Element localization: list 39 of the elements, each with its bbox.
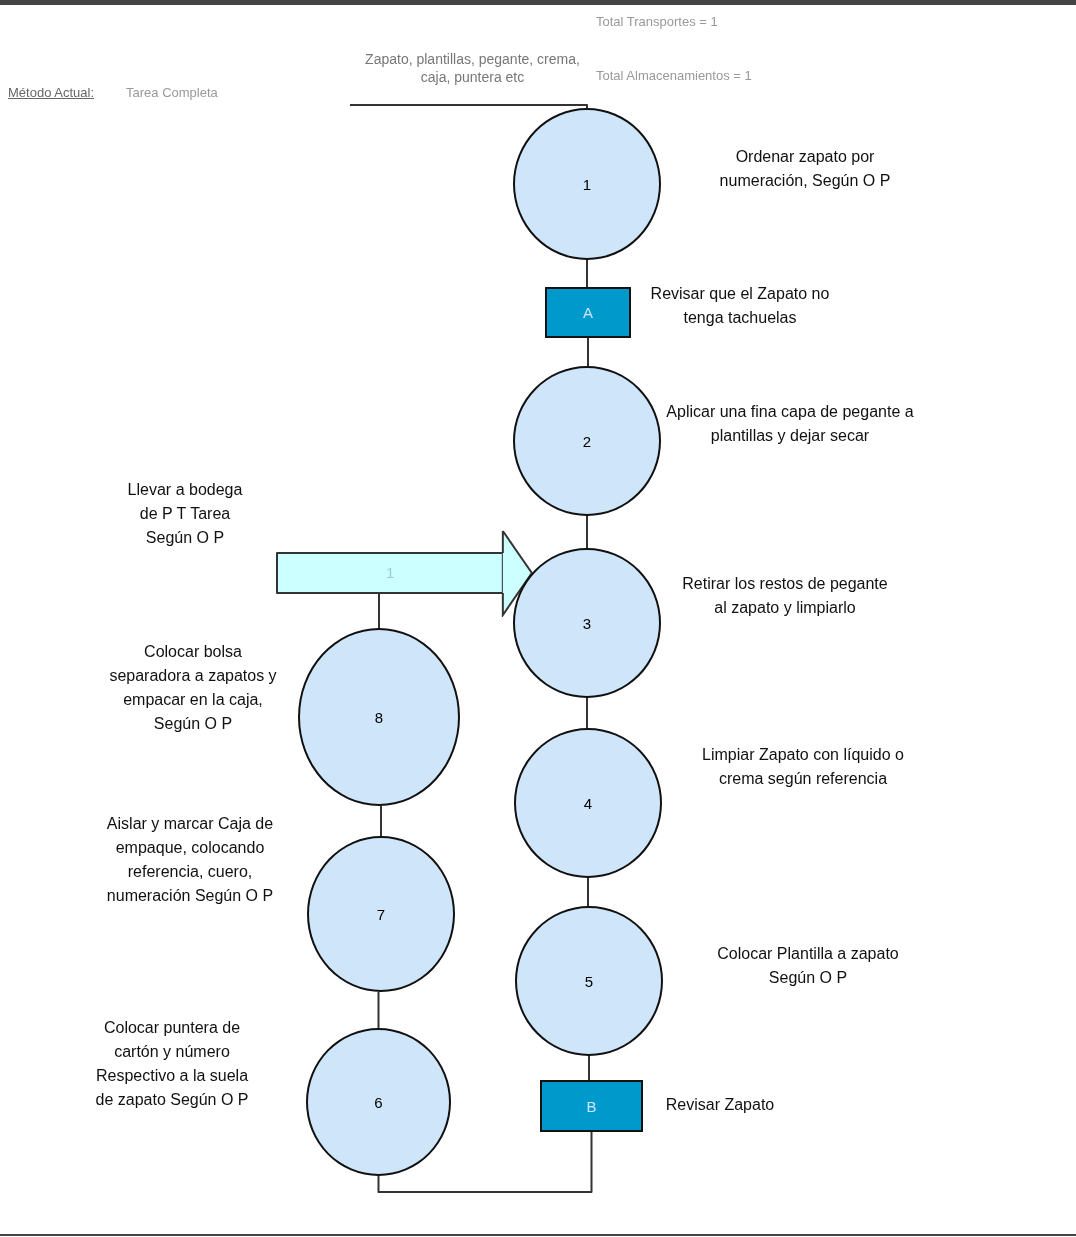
connector-line [377, 991, 380, 1029]
inspection-box [545, 287, 631, 338]
step-number: A [583, 304, 593, 321]
connector-line [587, 337, 589, 367]
connector-line [586, 259, 588, 288]
step-description: Colocar puntera de cartón y número Respectivo a la suela de zapato Según O P [94, 1018, 250, 1110]
step-description: Retirar los restos de pegante al zapato y limpiarlo [681, 574, 889, 618]
step-description: Revisar Zapato [664, 1095, 776, 1115]
inspection-box [540, 1080, 643, 1132]
connector-line [349, 104, 588, 109]
note-text: Total Almacenamientos = 1 [596, 68, 752, 83]
connector-line [377, 1131, 593, 1193]
step-description: Aislar y marcar Caja de empaque, colocando referencia, cuero, numeración Según O P [105, 814, 275, 906]
step-description: Ordenar zapato por numeración, Según O P [718, 147, 892, 191]
step-number: 7 [376, 905, 386, 923]
connector-line [588, 1055, 590, 1081]
connector-line [587, 877, 589, 907]
step-description: Colocar bolsa separadora a zapatos y empacar en la caja, Según O P [108, 642, 278, 734]
step-number: 5 [584, 972, 594, 990]
connector-line [586, 515, 588, 549]
step-description: Revisar que el Zapato no tenga tachuelas [649, 284, 831, 328]
step-description: Llevar a bodega de P T Tarea Según O P [126, 480, 244, 548]
step-description: Colocar Plantilla a zapato Según O P [716, 944, 900, 988]
connector-line [586, 697, 588, 729]
step-number: B [586, 1097, 597, 1115]
step-number: 8 [374, 708, 384, 726]
note-text: Total Transportes = 1 [596, 14, 718, 29]
note-text: Tarea Completa [126, 85, 218, 100]
materials-text: Zapato, plantillas, pegante, crema, caja, puntera etc [364, 50, 581, 86]
step-number: 2 [582, 432, 592, 450]
step-number: 3 [582, 614, 592, 632]
connector-line [380, 805, 382, 837]
step-description: Limpiar Zapato con líquido o crema según referencia [701, 745, 905, 789]
step-description: Aplicar una fina capa de pegante a plantillas y dejar secar [665, 402, 915, 446]
transport-arrow [276, 530, 533, 629]
step-number: 1 [582, 175, 592, 193]
note-text: Método Actual: [8, 85, 94, 100]
step-number: 6 [374, 1093, 383, 1111]
step-number: 4 [583, 794, 593, 812]
